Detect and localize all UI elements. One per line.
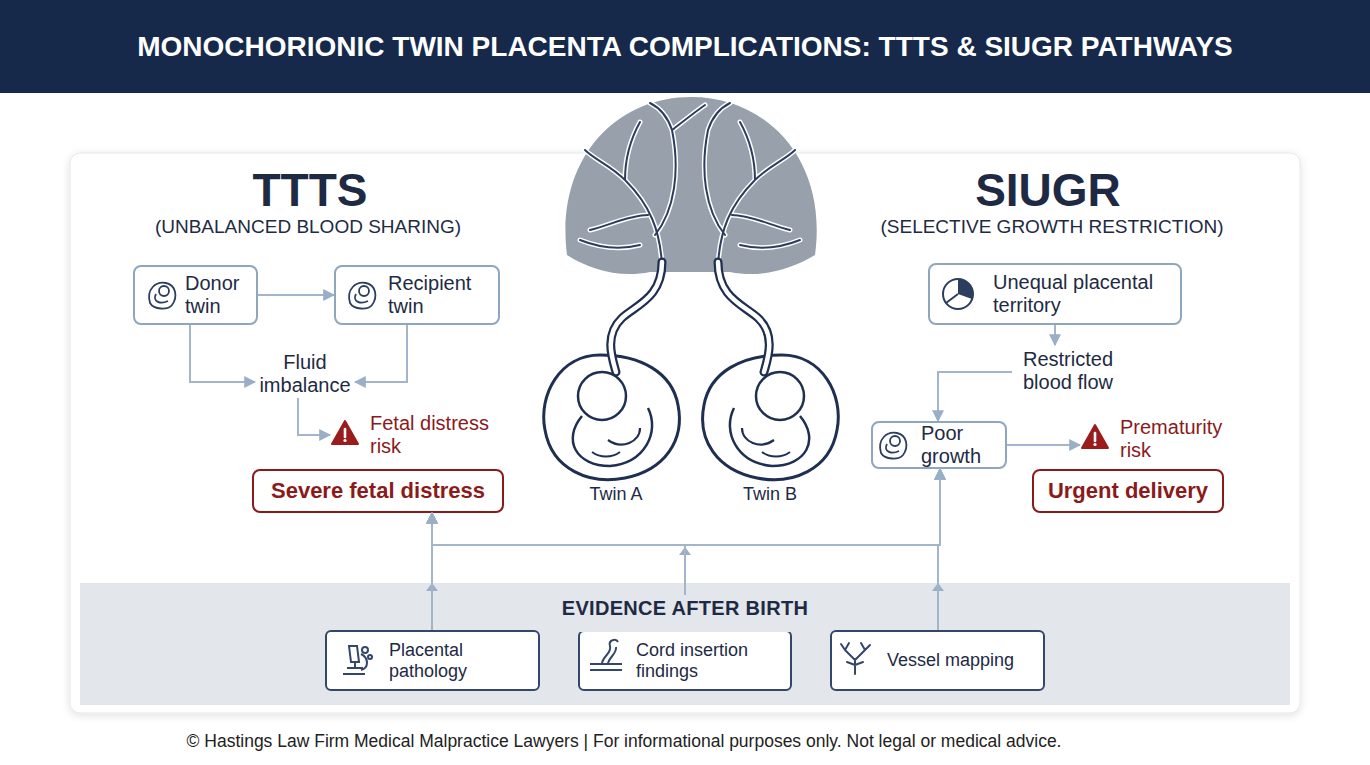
evidence-box: Placental pathology bbox=[325, 630, 540, 691]
flow-arrow bbox=[432, 513, 938, 630]
node-text: Recipient twin bbox=[388, 272, 498, 318]
node-text: Donor twin bbox=[185, 272, 256, 318]
flow-arrow bbox=[432, 469, 940, 630]
header-band bbox=[0, 0, 1370, 93]
node-text: Placental pathology bbox=[389, 640, 538, 681]
section-heading: TTTS bbox=[253, 163, 368, 217]
node-text: Poor growth bbox=[921, 422, 1005, 468]
flow-arrow bbox=[685, 469, 940, 630]
twin-fetus bbox=[703, 355, 839, 480]
flow-arrow bbox=[258, 294, 334, 296]
microscope-icon bbox=[343, 646, 372, 674]
flow-arrow bbox=[1054, 325, 1056, 345]
evidence-box: Cord insertion findings bbox=[578, 630, 792, 691]
risk-callout: Prematurity risk bbox=[1080, 412, 1255, 466]
arrow-head bbox=[932, 583, 944, 591]
flow-arrow bbox=[431, 513, 433, 630]
node-text: EVIDENCE AFTER BIRTH bbox=[550, 595, 820, 632]
flow-arrow bbox=[190, 325, 255, 382]
flow-arrow bbox=[938, 469, 940, 630]
outcome-box: Severe fetal distress bbox=[252, 469, 504, 513]
placenta-vessels bbox=[580, 103, 800, 265]
process-box: Donor twin bbox=[133, 265, 258, 325]
risk-callout: Fetal distress risk bbox=[330, 408, 515, 462]
section-heading: (UNBALANCED BLOOD SHARING) bbox=[155, 216, 461, 238]
warning-icon bbox=[1082, 425, 1108, 448]
evidence-box: Vessel mapping bbox=[830, 630, 1045, 691]
flow-arrow bbox=[355, 325, 407, 382]
umbilical-cord bbox=[611, 262, 662, 372]
warning-icon bbox=[332, 421, 358, 444]
node-text: Unequal placental territory bbox=[993, 271, 1180, 317]
umbilical-cord bbox=[718, 262, 769, 372]
process-box: Unequal placental territory bbox=[928, 263, 1182, 325]
twin-label: Twin A bbox=[589, 484, 642, 505]
node-text: Fetal distress risk bbox=[370, 412, 515, 458]
arrow-head bbox=[426, 583, 438, 591]
node-text: Fluid imbalance bbox=[255, 351, 355, 397]
node-text: Urgent delivery bbox=[1048, 478, 1208, 503]
page-caption: © Hastings Law Firm Medical Malpractice … bbox=[0, 731, 1248, 752]
outcome-box: Urgent delivery bbox=[1032, 469, 1224, 513]
page-title: MONOCHORIONIC TWIN PLACENTA COMPLICATION… bbox=[0, 0, 1370, 93]
flow-arrow bbox=[1007, 444, 1080, 446]
fetus-icon bbox=[149, 283, 175, 309]
flow-arrow bbox=[938, 372, 1012, 421]
section-heading: (SELECTIVE GROWTH RESTRICTION) bbox=[880, 216, 1223, 238]
vessel-tree-icon bbox=[841, 643, 870, 674]
node-text: Vessel mapping bbox=[887, 650, 1014, 671]
node-text: Severe fetal distress bbox=[271, 478, 485, 503]
process-box: Poor growth bbox=[871, 421, 1007, 469]
twin-label: Twin B bbox=[743, 484, 797, 505]
state-text: Fluid imbalance bbox=[255, 350, 355, 398]
pie-icon bbox=[943, 279, 973, 309]
evidence-band: EVIDENCE AFTER BIRTH Placental pathology C… bbox=[80, 583, 1290, 705]
node-text: Restricted blood flow bbox=[1012, 348, 1124, 394]
arrow-head bbox=[679, 547, 691, 555]
fetus-icon bbox=[880, 433, 906, 459]
section-heading: SIUGR bbox=[975, 163, 1121, 217]
cord-insertion-icon bbox=[590, 640, 622, 670]
placenta-shape bbox=[565, 97, 816, 274]
umbilical-cord bbox=[611, 262, 662, 372]
node-text: Prematurity risk bbox=[1120, 416, 1255, 462]
flow-arrow bbox=[298, 398, 330, 435]
state-text: Restricted blood flow bbox=[1012, 345, 1124, 397]
fetus-icon bbox=[349, 283, 375, 309]
node-text: Cord insertion findings bbox=[636, 640, 790, 681]
process-box: Recipient twin bbox=[334, 265, 500, 325]
twin-fetus bbox=[544, 355, 680, 480]
umbilical-cord bbox=[718, 262, 769, 372]
flow-arrow bbox=[432, 513, 685, 630]
placenta-vessels bbox=[580, 103, 800, 265]
